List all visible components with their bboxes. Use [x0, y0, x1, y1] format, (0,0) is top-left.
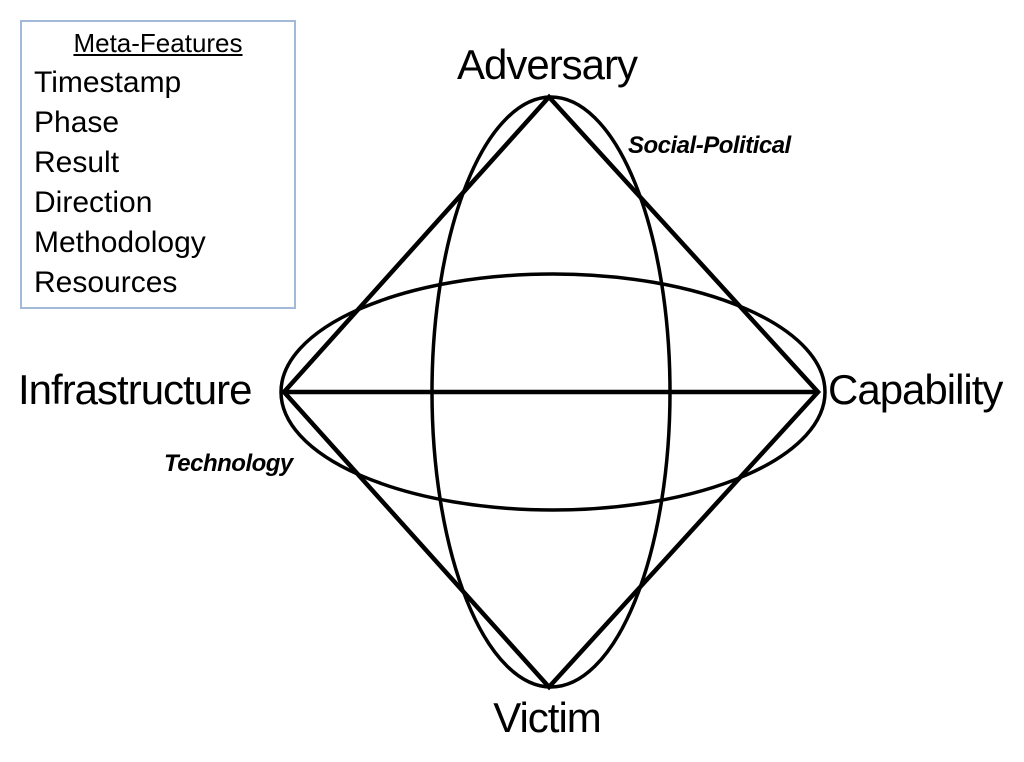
victim-node-label: Victim — [493, 694, 602, 741]
diamond-outline — [280, 93, 822, 691]
infrastructure-node-label: Infrastructure — [18, 366, 252, 413]
meta-features-legend: Meta-Features Timestamp Phase Result Dir… — [20, 20, 296, 309]
legend-item-timestamp: Timestamp — [34, 66, 182, 100]
legend-item-result: Result — [34, 146, 120, 180]
legend-item-phase: Phase — [34, 106, 120, 140]
legend-item-resources: Resources — [34, 266, 178, 300]
technology-axis-label: Technology — [164, 450, 293, 477]
social-political-axis-label: Social-Political — [628, 132, 791, 159]
legend-item-direction: Direction — [34, 186, 153, 220]
legend-items: Timestamp Phase Result Direction Methodo… — [32, 63, 284, 303]
adversary-node-label: Adversary — [456, 41, 638, 88]
capability-node-label: Capability — [828, 366, 1003, 413]
legend-title: Meta-Features — [73, 28, 243, 58]
legend-item-methodology: Methodology — [34, 226, 206, 260]
